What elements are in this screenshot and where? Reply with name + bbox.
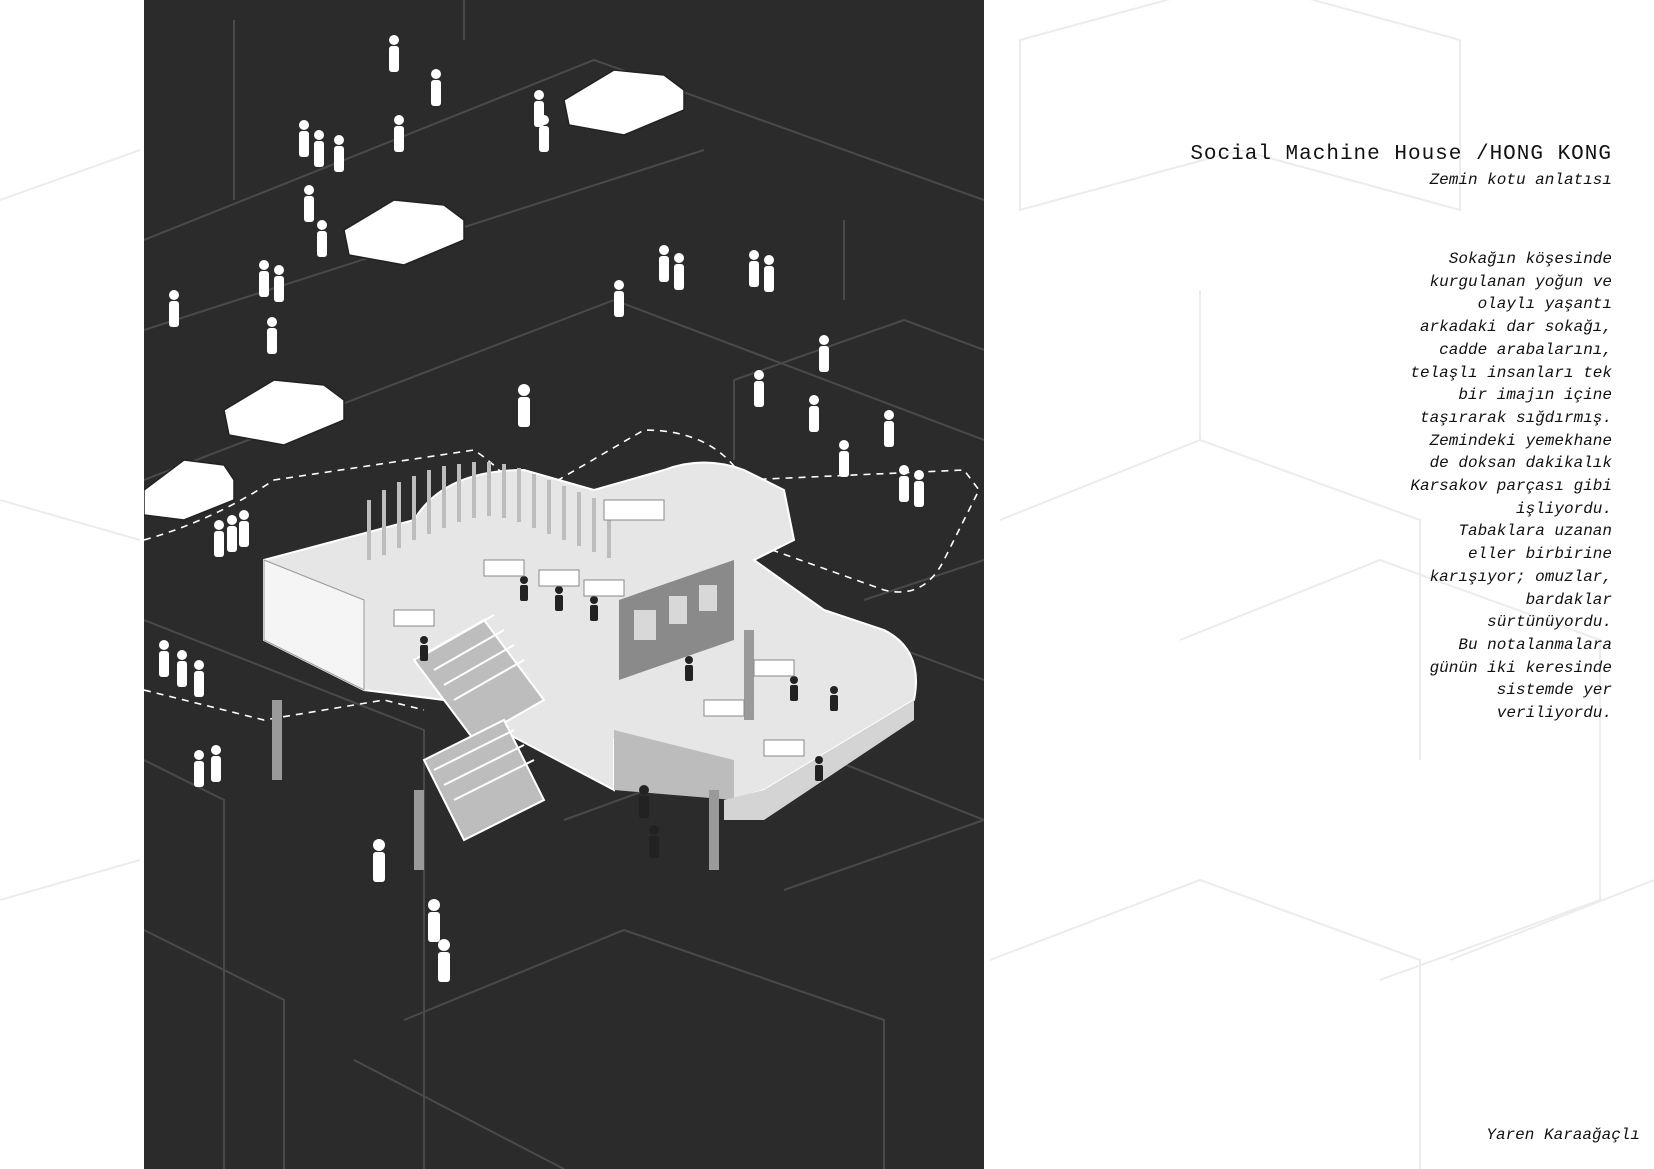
sheet-title: Social Machine House /HONG KONG <box>1190 143 1612 166</box>
pedestrians <box>159 35 924 982</box>
structural-posts <box>272 630 754 870</box>
narrative-text: Sokağın köşesinde kurgulanan yoğun ve ol… <box>1282 248 1612 725</box>
narrative-line: olaylı yaşantı <box>1477 295 1612 314</box>
narrative-line: Zemindeki yemekhane <box>1429 431 1612 450</box>
narrative-line: taşırarak sığdırmış. <box>1419 408 1612 427</box>
cars <box>144 69 685 521</box>
site-boundary-dashed <box>144 429 980 721</box>
narrative-line: günün iki keresinde <box>1429 658 1612 677</box>
facade-fins <box>367 462 611 560</box>
narrative-line: sürtünüyordu. <box>1487 613 1612 632</box>
axonometric-illustration <box>144 0 984 1169</box>
narrative-line: Tabaklara uzanan <box>1458 522 1612 541</box>
narrative-line: sistemde yer <box>1496 681 1612 700</box>
staircase <box>412 614 546 842</box>
narrative-line: Sokağın köşesinde <box>1448 250 1612 268</box>
narrative-line: cadde arabalarını, <box>1439 340 1612 359</box>
narrative-line: veriliyordu. <box>1496 704 1612 723</box>
narrative-line: Karsakov parçası gibi <box>1410 477 1612 496</box>
narrative-line: telaşlı insanları tek <box>1410 363 1612 382</box>
narrative-line: bardaklar <box>1525 590 1612 609</box>
isometric-drawing <box>144 0 984 1169</box>
partition-wall <box>619 560 734 680</box>
author-name: Yaren Karaağaçlı <box>1486 1126 1640 1144</box>
narrative-line: kurgulanan yoğun ve <box>1429 272 1612 291</box>
narrative-line: arkadaki dar sokağı, <box>1419 318 1612 337</box>
tables <box>393 499 805 757</box>
diners <box>420 576 838 858</box>
narrative-line: işliyordu. <box>1515 499 1612 518</box>
narrative-line: bir imajın içine <box>1458 386 1612 405</box>
narrative-line: Bu notalanmalara <box>1458 635 1612 654</box>
narrative-line: eller birbirine <box>1467 545 1612 564</box>
narrative-line: de doksan dakikalık <box>1429 454 1612 473</box>
narrative-line: karışıyor; omuzlar, <box>1429 567 1612 586</box>
sheet-subtitle: Zemin kotu anlatısı <box>1429 171 1612 189</box>
